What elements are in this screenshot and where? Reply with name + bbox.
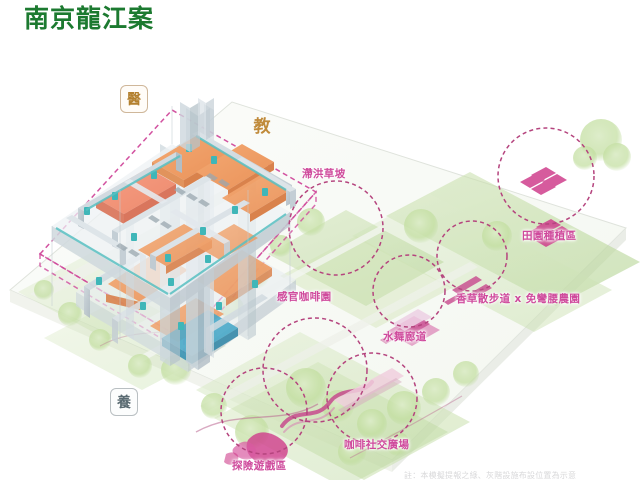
callout-ring-adventure	[220, 367, 308, 455]
footnote: 註：本模擬提報之綠、灰階設施布設位置為示意	[404, 471, 577, 480]
callout-ring-sensory	[262, 317, 368, 423]
callout-label-farm-planting: 田園種植區	[522, 230, 577, 242]
tree-canopies	[34, 119, 631, 466]
building-roof-shafts	[180, 98, 214, 152]
building-ghost-lines	[51, 106, 291, 340]
building-isometric-cutaway	[51, 98, 296, 372]
water-corridor	[380, 309, 440, 346]
building-partitions	[66, 131, 296, 271]
callout-ring-flood	[288, 180, 384, 276]
building-teal-beams	[55, 135, 287, 295]
callout-ring-farm	[497, 127, 595, 225]
building-fixtures	[116, 173, 230, 257]
callout-rings	[220, 127, 595, 455]
callout-ring-water	[372, 254, 446, 328]
callout-label-sensory-coffee-garden: 感官咖啡園	[277, 291, 332, 303]
isometric-masterplan	[0, 40, 640, 480]
education-zone-chip[interactable]: 教	[253, 116, 271, 137]
adventure-play-surface	[224, 432, 288, 465]
callout-label-water-corridor: 水舞廊道	[383, 331, 427, 343]
page-title: 南京龍江案	[24, 4, 155, 33]
medical-zone-chip[interactable]: 醫	[120, 85, 148, 113]
callout-label-adventure-play: 探險遊戲區	[232, 460, 287, 472]
callout-label-flood-meadow: 滯洪草坡	[302, 168, 346, 180]
callout-ring-plaza	[326, 352, 418, 444]
callout-label-coffee-plaza: 咖啡社交廣場	[344, 439, 410, 451]
callout-ring-herb	[436, 220, 508, 292]
callout-label-herb-walk: 香草散步道 x 免彎腰農園	[456, 293, 581, 305]
care-zone-chip[interactable]: 養	[110, 388, 138, 416]
farm-planting-beds	[520, 167, 572, 247]
herb-walk-strips	[444, 276, 492, 305]
